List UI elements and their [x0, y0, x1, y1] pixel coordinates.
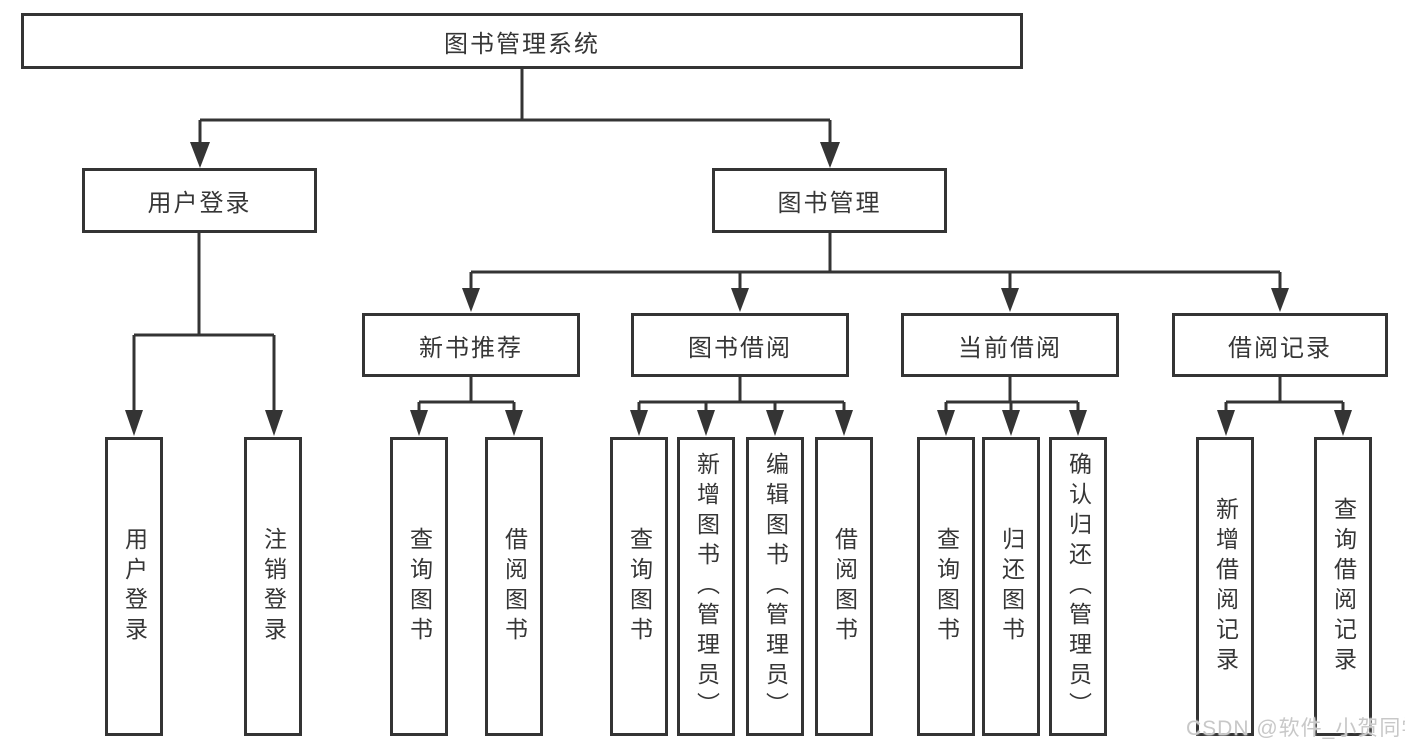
arrowheads — [125, 142, 1352, 436]
wire-login-to-leaves — [132, 233, 276, 412]
node-leaf-edit-book-admin: 编辑图书（管理员） — [746, 437, 804, 736]
wire-newrec-to-leaves — [417, 377, 516, 412]
node-leaf-borrow-books: 借阅图书 — [815, 437, 873, 736]
node-user-login: 用户登录 — [82, 168, 317, 233]
node-new-book-recommendation: 新书推荐 — [362, 313, 580, 377]
node-book-management: 图书管理 — [712, 168, 947, 233]
node-leaf-borrow-books-recommend: 借阅图书 — [485, 437, 543, 736]
node-leaf-return-book: 归还图书 — [982, 437, 1040, 736]
wire-root-to-level2 — [198, 69, 832, 144]
wire-mgmt-to-level3 — [469, 233, 1282, 290]
wire-current-to-leaves — [944, 377, 1080, 412]
node-leaf-query-books-recommend: 查询图书 — [390, 437, 448, 736]
node-leaf-user-login: 用户登录 — [105, 437, 163, 736]
wire-borrow-to-leaves — [637, 377, 846, 412]
node-book-borrowing: 图书借阅 — [631, 313, 849, 377]
node-borrowing-records: 借阅记录 — [1172, 313, 1388, 377]
node-current-borrowing: 当前借阅 — [901, 313, 1119, 377]
node-leaf-query-books-borrow: 查询图书 — [610, 437, 668, 736]
node-leaf-add-book-admin: 新增图书（管理员） — [677, 437, 735, 736]
node-leaf-logout: 注销登录 — [244, 437, 302, 736]
node-library-management-system: 图书管理系统 — [21, 13, 1023, 69]
node-leaf-query-borrow-record: 查询借阅记录 — [1314, 437, 1372, 736]
watermark-text: CSDN @软件_小贺同学 — [1186, 717, 1405, 740]
node-leaf-confirm-return-admin: 确认归还（管理员） — [1049, 437, 1107, 736]
wire-records-to-leaves — [1224, 377, 1345, 412]
node-leaf-query-books-current: 查询图书 — [917, 437, 975, 736]
node-leaf-add-borrow-record: 新增借阅记录 — [1196, 437, 1254, 736]
